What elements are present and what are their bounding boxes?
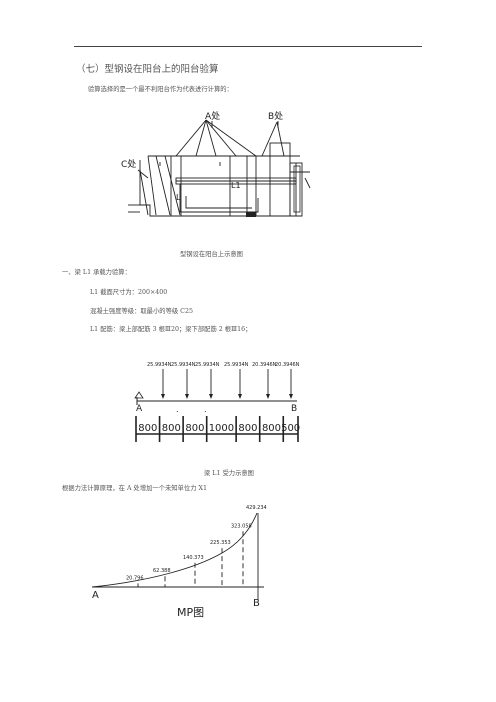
arrow-head	[289, 394, 293, 399]
mp-value: 225.353	[210, 540, 231, 546]
mp-value: 20.796	[126, 575, 144, 581]
load-label-b: B	[291, 404, 297, 414]
label-a: A处	[205, 110, 220, 122]
mp-value: 323.058	[231, 523, 252, 529]
load-value: 20.3946N	[252, 362, 277, 368]
load-value: 20.3946N	[275, 362, 300, 368]
section-line-3: L1 配筋：梁上部配筋 3 根Ⅲ20；梁下部配筋 2 根Ⅲ16；	[90, 326, 252, 333]
header-rule	[74, 46, 422, 47]
load-value: 25.9934N	[147, 362, 172, 368]
mp-value: 429.234	[246, 505, 267, 511]
span-label: 800	[185, 423, 204, 434]
mp-caption: MP图	[177, 606, 204, 619]
mp-value: 140.373	[183, 555, 204, 561]
span-label: 1000	[209, 423, 234, 434]
intro-text: 验算选择的是一个最不利阳台作为代表进行计算的：	[88, 86, 233, 93]
span-label: 800	[138, 423, 157, 434]
label-c: C处	[121, 158, 136, 170]
mp-value: 62.388	[153, 568, 171, 574]
dot-mark: .	[176, 405, 179, 414]
arrow-head	[185, 394, 189, 399]
span-label: 800	[262, 423, 281, 434]
span-label: 500	[281, 423, 300, 434]
section-line-4: 根据力法计算原理，在 A 处增加一个未知单位力 X1	[62, 485, 207, 492]
span-label: 800	[238, 423, 257, 434]
arrow-head	[161, 394, 165, 399]
section-line-1: L1 截面尺寸为：200×400	[90, 289, 168, 296]
label-l1: L1	[231, 181, 241, 190]
label-l: L	[176, 193, 181, 202]
arrow-head	[266, 394, 270, 399]
load-label-a: A	[136, 404, 143, 414]
fig2-caption: 梁 L1 受力示意图	[204, 470, 254, 477]
dot-mark: .	[204, 405, 207, 414]
span-label: 800	[162, 423, 181, 434]
arrow-head	[238, 394, 242, 399]
label-b: B处	[268, 110, 283, 122]
load-value: 25.9934N	[195, 362, 220, 368]
load-value: 25.9934N	[171, 362, 196, 368]
section-1-heading: 一、梁 L1 承载力验算：	[62, 269, 131, 276]
section-title: （七）型钢设在阳台上的阳台验算	[76, 64, 219, 75]
mp-label-a: A	[92, 590, 99, 601]
arrow-head	[209, 394, 213, 399]
load-value: 25.9934N	[224, 362, 249, 368]
section-line-2: 混凝土强度等级：取最小的等级 C25	[90, 308, 193, 315]
fig1-caption: 型钢设在阳台上示意图	[180, 251, 243, 258]
mp-label-b: B	[253, 598, 260, 609]
